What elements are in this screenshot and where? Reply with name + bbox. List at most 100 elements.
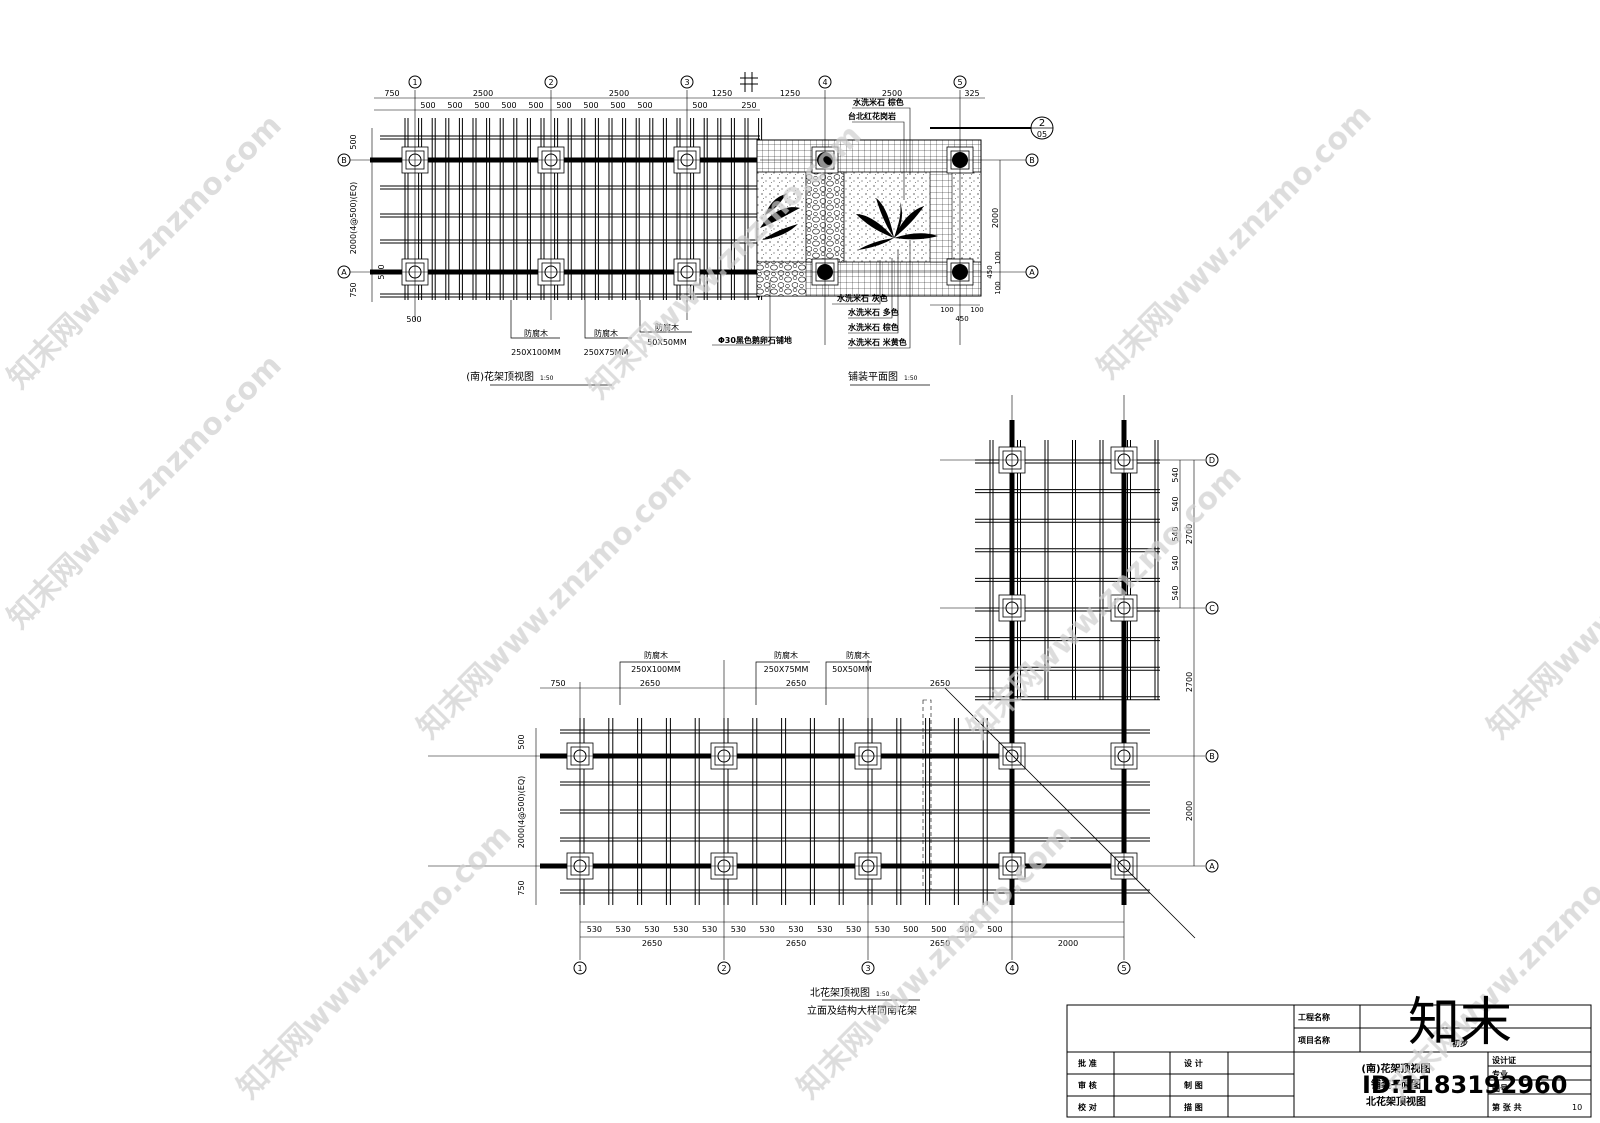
north-bottom-small-dim: 530	[788, 925, 803, 934]
watermark-text: 知末网www.znzmo.com	[1, 108, 289, 396]
title-block-design: 设 计	[1184, 1058, 1203, 1068]
north-grid-b: B	[1209, 752, 1215, 761]
south-callout-leaders	[510, 300, 692, 339]
north-left-dim: 750	[517, 880, 526, 895]
north-bottom-small-dim: 500	[931, 925, 946, 934]
paving-label: 水洗米石 米黄色	[847, 337, 907, 347]
north-bottom-small-dim: 530	[817, 925, 832, 934]
watermark-text: 知末网www.znzmo.com	[231, 818, 519, 1106]
south-dim-major: 750	[384, 89, 399, 98]
title-block-drawing-title: 铺装平面图	[1371, 1078, 1421, 1091]
paving-label: 水洗米石 灰色	[836, 293, 888, 303]
paving-label: 水洗米石 多色	[847, 307, 899, 317]
north-callout-name: 防腐木	[774, 650, 798, 660]
north-plan-note: 立面及结构大样同南花架	[807, 1004, 917, 1017]
paving-small-dim: 100	[970, 306, 983, 314]
north-left-dim: 500	[517, 734, 526, 749]
south-callout-name: 防腐木	[594, 328, 618, 338]
south-plan-title: (南)花架顶视图	[466, 370, 534, 383]
south-grid-1: 1	[412, 78, 417, 87]
south-grid-a: A	[341, 268, 347, 277]
north-bottom-big: 2650	[786, 939, 806, 948]
south-left-dim: 2000(4@500)(EQ)	[349, 182, 358, 255]
watermark-text: 知末网www.znzmo.com	[1381, 818, 1600, 1106]
north-bottom-big: 2000	[1058, 939, 1078, 948]
watermark-text: 知末网www.znzmo.com	[791, 818, 1079, 1106]
south-pergola-plan	[346, 72, 763, 320]
north-callout-size: 250X100MM	[631, 665, 681, 674]
south-dim-major: 1250	[712, 89, 732, 98]
watermark-text: 知末网www.znzmo.com	[1, 348, 289, 636]
title-block-draw: 制 图	[1184, 1080, 1203, 1090]
paving-top-dim: 325	[964, 89, 979, 98]
north-bottom-small-dim: 530	[587, 925, 602, 934]
south-callout-name: 防腐木	[655, 322, 679, 332]
title-block-review: 审 核	[1078, 1080, 1097, 1090]
south-top-dims: 750 2500 2500 1250 500 500 500 500 500 5…	[384, 89, 756, 110]
paving-small-dim: 100	[940, 306, 953, 314]
title-block-stage: 初步	[1452, 1038, 1468, 1048]
south-dim-minor: 500	[556, 101, 571, 110]
south-callout-size: 250X100MM	[511, 348, 561, 357]
north-callout-leaders	[619, 661, 872, 705]
south-dim-minor: 500	[637, 101, 652, 110]
pebble-note: Φ30黑色鹅卵石铺地	[718, 335, 792, 345]
south-dim-minor: 500	[692, 101, 707, 110]
north-left-dim: 2000(4@500)(EQ)	[517, 776, 526, 849]
north-bottom-small-dim: 530	[731, 925, 746, 934]
south-grid-2: 2	[548, 78, 553, 87]
title-block-drawing-title: (南)花架顶视图	[1361, 1062, 1430, 1075]
paving-plan	[756, 75, 1054, 345]
watermark-text: 知末网www.znzmo.com	[1481, 458, 1600, 746]
north-right-small: 540	[1171, 555, 1180, 570]
north-right-small: 540	[1171, 526, 1180, 541]
south-dimension-lines	[371, 97, 760, 302]
paving-small-dim: 450	[955, 315, 968, 323]
title-block-project-label: 工程名称	[1298, 1012, 1330, 1022]
paving-plan-scale: 1:50	[904, 375, 918, 382]
paving-label: 水洗米石 棕色	[852, 97, 904, 107]
south-dim-minor: 500	[528, 101, 543, 110]
north-bottom-small-dim: 530	[875, 925, 890, 934]
title-block-item-label: 项目名称	[1298, 1035, 1330, 1045]
paving-plan-title: 铺装平面图	[848, 370, 898, 383]
north-top-dim: 2650	[786, 679, 806, 688]
north-grid-2: 2	[721, 964, 726, 973]
north-grid-3: 3	[865, 964, 870, 973]
north-pergola-plan	[428, 395, 1205, 960]
south-dim-minor: 500	[420, 101, 435, 110]
section-mark-sheet: 05	[1037, 130, 1047, 139]
diagonal-miter-line	[944, 687, 1196, 939]
title-block-check: 校 对	[1078, 1102, 1097, 1112]
south-dim-minor: 500	[501, 101, 516, 110]
north-bottom-small-dim: 530	[644, 925, 659, 934]
north-callout-size: 50X50MM	[832, 665, 872, 674]
north-right-big: 2700	[1185, 524, 1194, 544]
south-dim-minor: 500	[610, 101, 625, 110]
north-bottom-big: 2650	[930, 939, 950, 948]
paving-grid-5: 5	[957, 78, 962, 87]
paving-grid-4: 4	[822, 78, 827, 87]
south-dim-minor: 250	[741, 101, 756, 110]
title-block	[1066, 1004, 1592, 1118]
north-bottom-small-dim: 530	[702, 925, 717, 934]
south-callout-name: 防腐木	[524, 328, 548, 338]
watermark-text: 知末网www.znzmo.com	[1091, 98, 1379, 386]
south-rafters	[380, 135, 760, 298]
south-grid-b: B	[341, 156, 347, 165]
south-grid-bubbles	[337, 75, 694, 279]
north-grid-4: 4	[1009, 964, 1014, 973]
south-bottom-dim: 500	[406, 315, 421, 324]
north-right-small: 540	[1171, 585, 1180, 600]
title-block-sheet-total: 10	[1572, 1103, 1582, 1112]
paving-small-dim: 100	[994, 281, 1002, 294]
title-block-side-label: 设计证	[1492, 1055, 1516, 1065]
leaf-motif-center	[856, 198, 938, 250]
south-grid-3: 3	[684, 78, 689, 87]
north-bottom-small-dim: 500	[903, 925, 918, 934]
title-block-side-label: 图号	[1492, 1084, 1508, 1093]
north-bottom-small-dim: 530	[846, 925, 861, 934]
north-grid-1: 1	[577, 964, 582, 973]
south-dim-major: 2500	[473, 89, 493, 98]
